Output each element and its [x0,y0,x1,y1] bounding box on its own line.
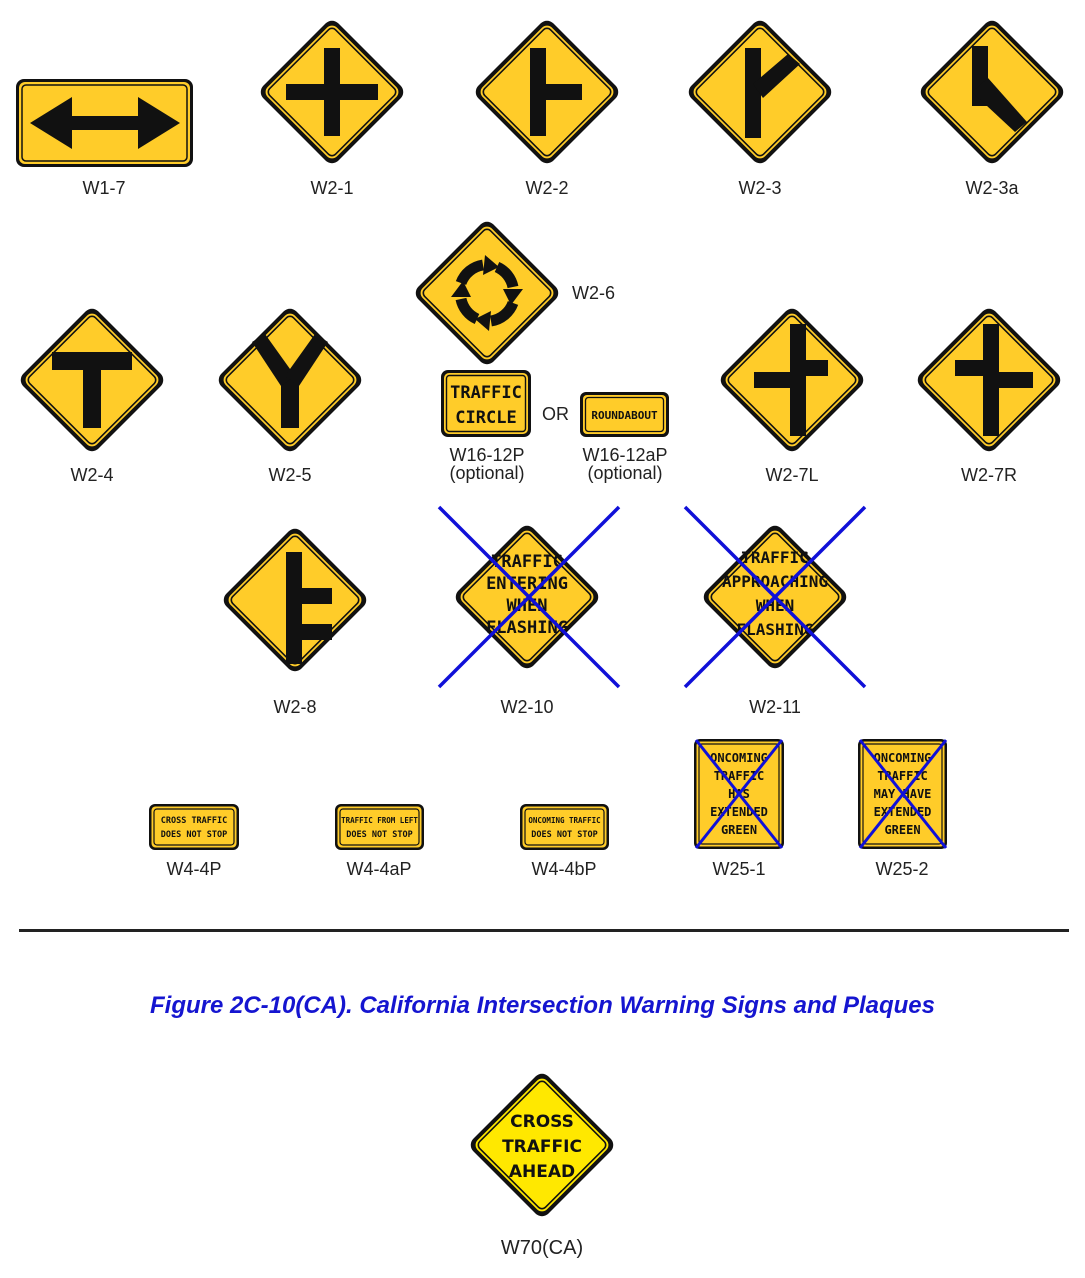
plaque-legend-line-2: CIRCLE [455,408,516,428]
plaque-legend-line-1: ROUNDABOUT [591,409,658,422]
sign-w2-2 [471,16,623,168]
sign-legend-line-2: TRAFFIC [502,1137,582,1157]
double-arrow-icon [30,97,180,149]
sign-w2-3a [916,16,1068,168]
sign-w4-4bp: ONCOMING TRAFFIC DOES NOT STOP [520,804,609,850]
sign-w2-7l [716,304,868,456]
sign-legend-line-2: ENTERING [486,574,568,594]
sign-legend-line-3: WHEN [756,596,795,615]
sign-w2-6 [411,217,563,369]
caption-w2-6: W2-6 [572,283,616,303]
plaque-legend-line-1: TRAFFIC [450,383,522,403]
sign-w2-8 [219,524,371,676]
sign-w25-1: ONCOMING TRAFFIC HAS EXTENDED GREEN [694,739,784,849]
plaque-legend-line-2: DOES NOT STOP [531,830,598,840]
caption-w2-7l: W2-7L [765,465,819,485]
sign-legend-line-1: TRAFFIC [491,552,563,572]
sign-w25-2: ONCOMING TRAFFIC MAY HAVE EXTENDED GREEN [858,739,948,849]
caption-code: W16-12P [449,445,525,465]
caption-w4-4bp: W4-4bP [531,859,597,879]
angled-side-road-down-icon [972,46,1027,132]
sign-w2-1 [256,16,408,168]
or-label: OR [542,404,569,424]
sign-legend-line-4: FLASHING [486,618,568,638]
cross-out-icon [694,739,784,849]
plaque-legend-line-1: ONCOMING [874,751,932,765]
sign-w2-10: TRAFFIC ENTERING WHEN FLASHING [437,505,621,689]
sign-w2-7r [913,304,1065,456]
caption-w1-7: W1-7 [82,178,126,198]
sign-w4-4p: CROSS TRAFFIC DOES NOT STOP [149,804,239,850]
caption-w2-5: W2-5 [268,465,312,485]
sign-w70-ca: CROSS TRAFFIC AHEAD [466,1069,618,1221]
caption-w2-2: W2-2 [525,178,569,198]
sign-legend-line-4: FLASHING [736,620,813,639]
circular-intersection-icon [455,259,519,327]
figure-title: Figure 2C-10(CA). California Intersectio… [149,992,935,1019]
caption-w2-7r: W2-7R [960,465,1017,485]
cross-out-icon [683,505,867,689]
caption-note: (optional) [449,463,525,483]
offset-side-roads-left-icon [754,324,828,436]
caption-w2-11: W2-11 [749,697,801,717]
crossroad-icon [286,48,378,136]
sign-w16-12p: TRAFFIC CIRCLE [441,370,531,437]
caption-note: (optional) [587,463,663,483]
caption-w2-10: W2-10 [500,697,554,717]
caption-w2-4: W2-4 [70,465,114,485]
caption-w2-3a: W2-3a [965,178,1019,198]
caption-w70-ca: W70(CA) [500,1237,584,1259]
sign-legend-line-1: CROSS [510,1112,574,1132]
plaque-legend-line-1: TRAFFIC FROM LEFT [341,816,418,825]
caption-w2-8: W2-8 [273,697,317,717]
plaque-legend-line-1: CROSS TRAFFIC [161,816,228,826]
side-road-right-icon [530,48,582,136]
sign-legend-line-3: AHEAD [509,1162,575,1182]
cross-out-icon [437,505,621,689]
caption-w25-2: W25-2 [875,859,929,879]
double-side-roads-icon [286,552,332,664]
sign-w2-3 [684,16,836,168]
plaque-legend-line-1: ONCOMING TRAFFIC [528,816,600,825]
caption-w4-4p: W4-4P [166,859,222,879]
angled-side-road-icon [745,48,800,138]
plaque-legend-line-2: DOES NOT STOP [161,830,228,840]
caption-w4-4ap: W4-4aP [346,859,412,879]
plaque-legend-line-5: GREEN [721,823,757,837]
cross-out-icon [858,739,948,849]
offset-side-roads-right-icon [955,324,1033,436]
caption-w2-1: W2-1 [310,178,354,198]
plaque-legend-line-4: EXTENDED [710,805,768,819]
caption-w16-12ap: W16-12aP (optional) [555,446,695,482]
caption-w2-3: W2-3 [738,178,782,198]
caption-w25-1: W25-1 [712,859,766,879]
y-intersection-icon [252,334,328,428]
section-divider [19,929,1069,932]
caption-code: W16-12aP [582,445,668,465]
plaque-legend-line-1: ONCOMING [710,751,768,765]
sign-legend-line-1: TRAFFIC [741,548,808,567]
plaque-legend-line-2: DOES NOT STOP [346,830,413,840]
sign-w2-5 [214,304,366,456]
sign-w2-4 [16,304,168,456]
plaque-legend-line-4: EXTENDED [874,805,932,819]
sign-w2-11: TRAFFIC APPROACHING WHEN FLASHING [683,505,867,689]
sign-w4-4ap: TRAFFIC FROM LEFT DOES NOT STOP [335,804,424,850]
sign-w16-12ap: ROUNDABOUT [580,392,669,437]
sign-w1-7 [16,79,193,167]
t-intersection-icon [52,352,132,428]
caption-w16-12p: W16-12P (optional) [417,446,557,482]
sign-legend-line-2: APPROACHING [722,572,828,591]
plaque-legend-line-5: GREEN [884,823,920,837]
